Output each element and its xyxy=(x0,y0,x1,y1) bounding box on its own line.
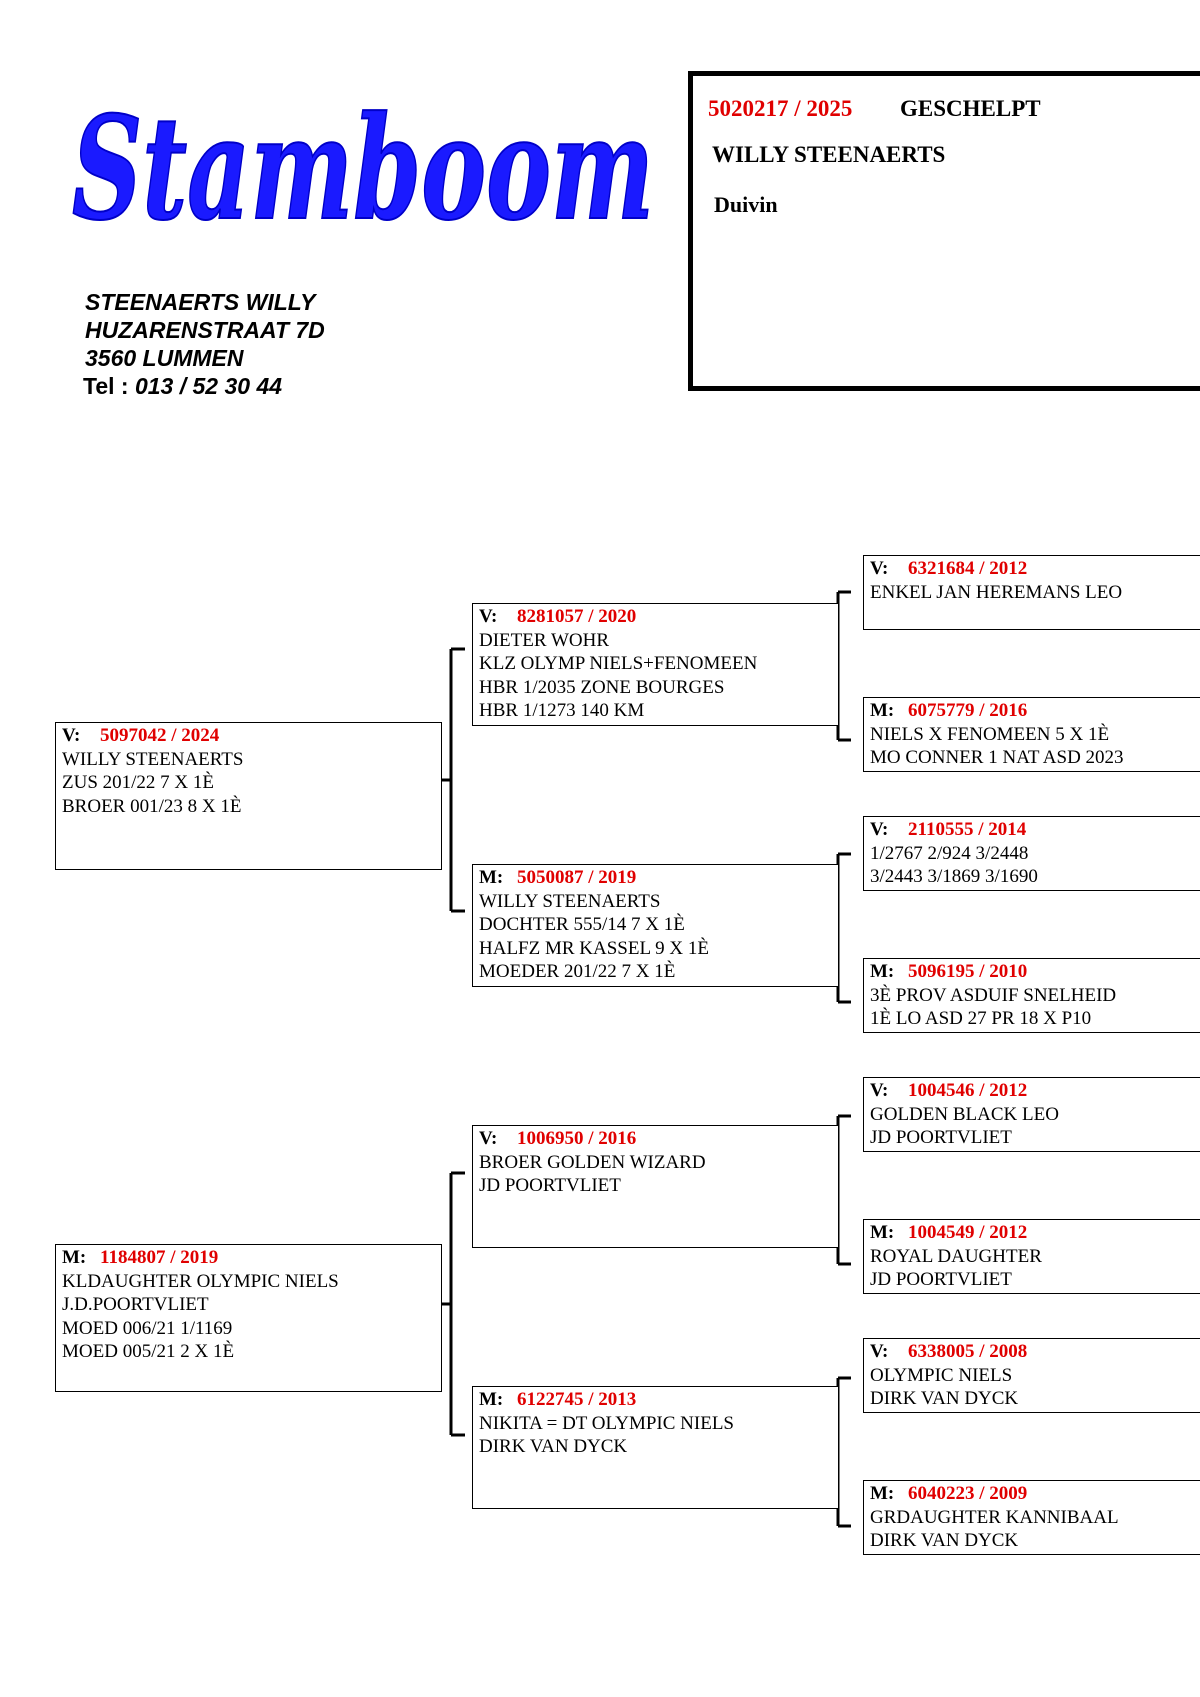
sex-tag: M: xyxy=(870,1483,895,1504)
sex-tag: V: xyxy=(870,558,889,579)
pedigree-box-ff: V: 8281057 / 2020 DIETER WOHR KLZ OLYMP N… xyxy=(472,603,839,726)
pigeon-color: GESCHELPT xyxy=(900,96,1041,121)
ring-number: 6338005 / 2008 xyxy=(908,1341,1028,1362)
ring-number: 6321684 / 2012 xyxy=(908,558,1028,579)
info-line: ZUS 201/22 7 X 1È xyxy=(62,772,214,793)
connector-mother xyxy=(441,1171,465,1437)
pedigree-box-fmf: V: 2110555 / 2014 1/2767 2/924 3/2448 3/2… xyxy=(863,816,1200,891)
info-line: HBR 1/1273 140 KM xyxy=(479,700,645,721)
owner-address: STEENAERTS WILLY HUZARENSTRAAT 7D 3560 L… xyxy=(83,288,525,400)
pedigree-box-mmf: V: 6338005 / 2008 OLYMPIC NIELS DIRK VAN … xyxy=(863,1338,1200,1413)
info-line: 3È PROV ASDUIF SNELHEID xyxy=(870,984,1117,1006)
stamboom-logo: Stamboom xyxy=(71,85,655,250)
info-line: MOED 005/21 2 X 1È xyxy=(62,1341,235,1362)
info-line: NIELS X FENOMEEN 5 X 1È xyxy=(870,723,1110,745)
info-line: ENKEL JAN HEREMANS LEO xyxy=(870,581,1123,603)
ring-number: 1004549 / 2012 xyxy=(908,1222,1028,1243)
pedigree-box-mff: V: 1004546 / 2012 GOLDEN BLACK LEO JD POO… xyxy=(863,1077,1200,1152)
sex-tag: M: xyxy=(870,961,895,982)
info-line: WILLY STEENAERTS xyxy=(62,748,244,770)
info-line: NIKITA = DT OLYMPIC NIELS xyxy=(479,1412,734,1434)
info-line: DIETER WOHR xyxy=(479,629,609,651)
sex-tag: V: xyxy=(870,1080,889,1101)
phone-number: 013 / 52 30 44 xyxy=(134,373,283,399)
info-line: JD POORTVLIET xyxy=(870,1127,1012,1148)
pedigree-box-ffm: M: 6075779 / 2016 NIELS X FENOMEEN 5 X 1È… xyxy=(863,697,1200,772)
sex-tag: V: xyxy=(479,1128,498,1149)
ring-number: 1006950 / 2016 xyxy=(517,1128,637,1149)
pedigree-box-mm: M: 6122745 / 2013 NIKITA = DT OLYMPIC NIE… xyxy=(472,1386,839,1509)
sex-tag: V: xyxy=(62,725,81,746)
ring-number: 5096195 / 2010 xyxy=(908,961,1028,982)
phone-label: Tel : xyxy=(83,373,129,399)
info-line: ROYAL DAUGHTER xyxy=(870,1245,1042,1267)
connector-father xyxy=(441,647,465,913)
ring-number: 1004546 / 2012 xyxy=(908,1080,1028,1101)
pedigree-box-mf: V: 1006950 / 2016 BROER GOLDEN WIZARD JD … xyxy=(472,1125,839,1248)
sex-tag: M: xyxy=(870,1222,895,1243)
pigeon-ring-number: 5020217 / 2025 xyxy=(708,96,853,121)
info-line: DOCHTER 555/14 7 X 1È xyxy=(479,914,685,935)
info-line: DIRK VAN DYCK xyxy=(870,1530,1019,1551)
info-line: 1È LO ASD 27 PR 18 X P10 xyxy=(870,1008,1092,1029)
ring-number: 8281057 / 2020 xyxy=(517,606,637,627)
info-line: DIRK VAN DYCK xyxy=(479,1436,628,1457)
info-line: GOLDEN BLACK LEO xyxy=(870,1103,1059,1125)
sex-tag: M: xyxy=(479,1389,504,1410)
info-line: MO CONNER 1 NAT ASD 2023 xyxy=(870,747,1124,768)
info-line: MOEDER 201/22 7 X 1È xyxy=(479,961,676,982)
info-line: JD POORTVLIET xyxy=(870,1269,1012,1290)
ring-number: 6040223 / 2009 xyxy=(908,1483,1028,1504)
pedigree-box-fff: V: 6321684 / 2012 ENKEL JAN HEREMANS LEO xyxy=(863,555,1200,630)
ring-number: 5050087 / 2019 xyxy=(517,867,637,888)
ring-number: 5097042 / 2024 xyxy=(100,725,220,746)
info-line: BROER GOLDEN WIZARD xyxy=(479,1151,706,1173)
ring-number: 6122745 / 2013 xyxy=(517,1389,637,1410)
pedigree-box-mmm: M: 6040223 / 2009 GRDAUGHTER KANNIBAAL DI… xyxy=(863,1480,1200,1555)
info-line: BROER 001/23 8 X 1È xyxy=(62,795,242,817)
info-line: GRDAUGHTER KANNIBAAL xyxy=(870,1506,1119,1528)
pigeon-sex: Duivin xyxy=(714,192,778,217)
pigeon-id-box: 5020217 / 2025 GESCHELPT WILLY STEENAERT… xyxy=(688,71,1200,391)
owner-phone: Tel : 013 / 52 30 44 xyxy=(83,372,525,400)
info-line: MOED 006/21 1/1169 xyxy=(62,1317,233,1339)
pedigree-box-fm: M: 5050087 / 2019 WILLY STEENAERTS DOCHTE… xyxy=(472,864,839,987)
info-line: OLYMPIC NIELS xyxy=(870,1364,1013,1386)
info-line: WILLY STEENAERTS xyxy=(479,890,661,912)
info-line: JD POORTVLIET xyxy=(479,1175,621,1196)
sex-tag: M: xyxy=(870,700,895,721)
sex-tag: V: xyxy=(870,1341,889,1362)
sex-tag: V: xyxy=(870,819,889,840)
info-line: HBR 1/2035 ZONE BOURGES xyxy=(479,676,725,698)
info-line: J.D.POORTVLIET xyxy=(62,1294,209,1315)
owner-street: HUZARENSTRAAT 7D xyxy=(85,317,325,343)
logo-text: Stamboom xyxy=(72,86,654,250)
pedigree-box-mfm: M: 1004549 / 2012 ROYAL DAUGHTER JD POORT… xyxy=(863,1219,1200,1294)
info-line: KLZ OLYMP NIELS+FENOMEEN xyxy=(479,653,758,674)
ring-number: 6075779 / 2016 xyxy=(908,700,1028,721)
pedigree-box-fmm: M: 5096195 / 2010 3È PROV ASDUIF SNELHEID… xyxy=(863,958,1200,1033)
pedigree-box-mother: M: 1184807 / 2019 KLDAUGHTER OLYMPIC NIEL… xyxy=(55,1244,442,1392)
sex-tag: M: xyxy=(479,867,504,888)
info-line: KLDAUGHTER OLYMPIC NIELS xyxy=(62,1270,339,1292)
pedigree-box-father: V: 5097042 / 2024 WILLY STEENAERTS ZUS 20… xyxy=(55,722,442,870)
sex-tag: M: xyxy=(62,1247,87,1268)
owner-city: 3560 LUMMEN xyxy=(85,345,244,371)
ring-number: 1184807 / 2019 xyxy=(100,1247,219,1268)
info-line: HALFZ MR KASSEL 9 X 1È xyxy=(479,937,709,959)
info-line: DIRK VAN DYCK xyxy=(870,1388,1019,1409)
info-line: 3/2443 3/1869 3/1690 xyxy=(870,866,1038,887)
pigeon-breeder: WILLY STEENAERTS xyxy=(712,142,946,167)
owner-name: STEENAERTS WILLY xyxy=(85,289,316,315)
ring-number: 2110555 / 2014 xyxy=(908,819,1027,840)
info-line: 1/2767 2/924 3/2448 xyxy=(870,842,1029,864)
sex-tag: V: xyxy=(479,606,498,627)
